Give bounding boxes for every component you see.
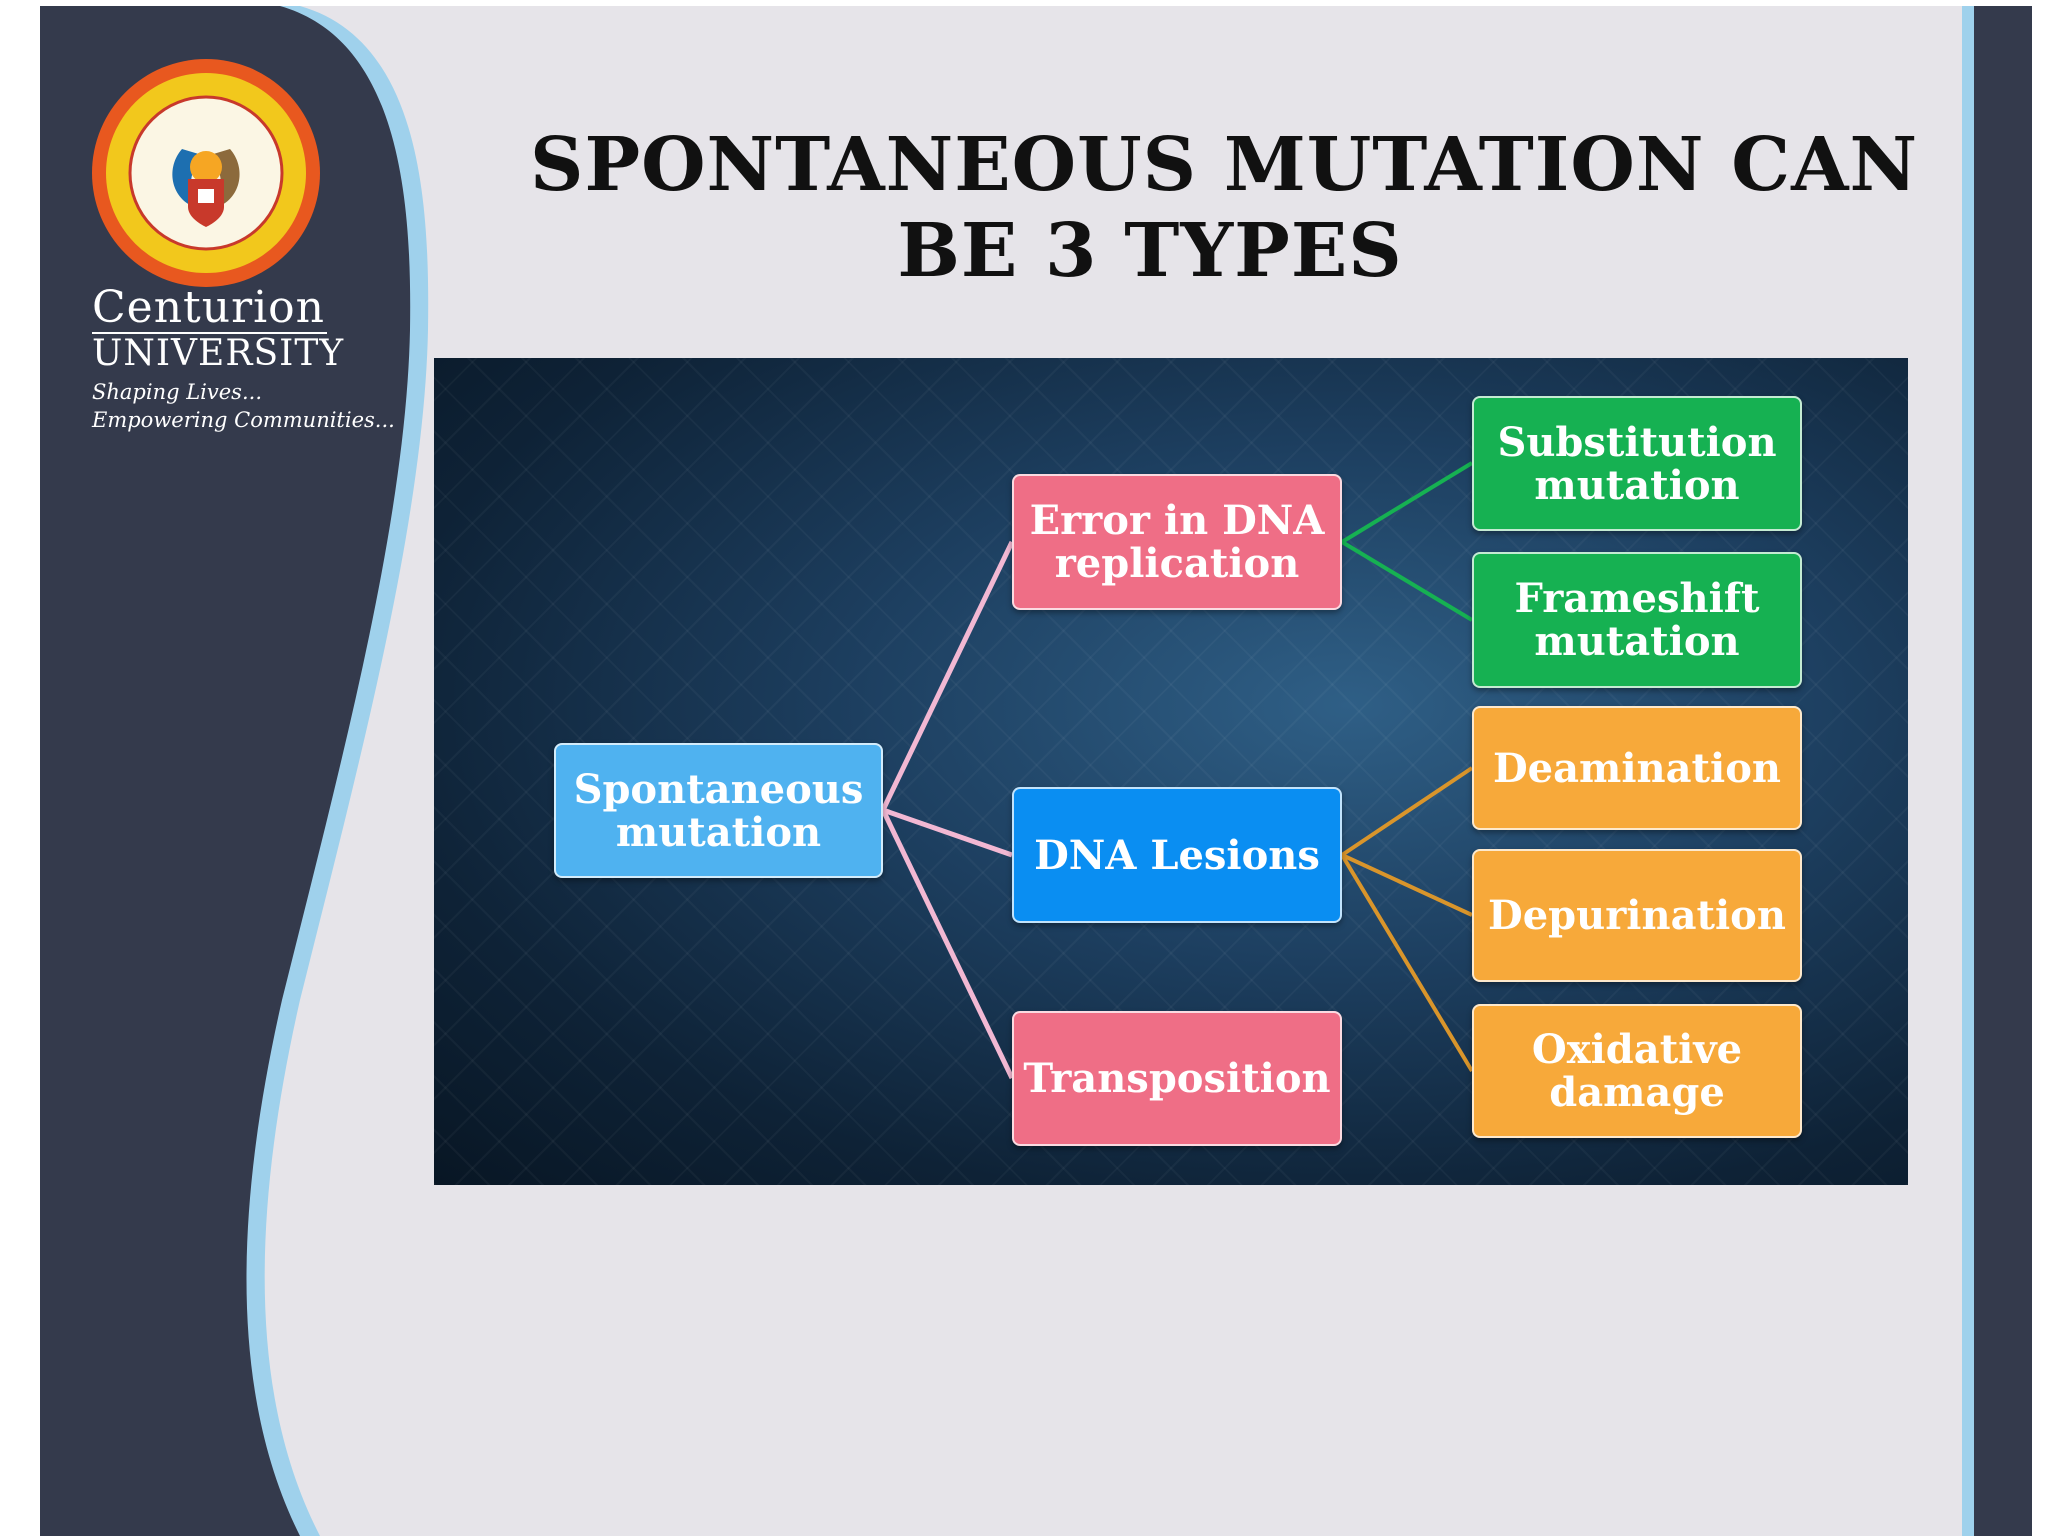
node-dna-lesions: DNA Lesions bbox=[1012, 787, 1342, 923]
slide-title-line-2: BE 3 TYPES bbox=[897, 208, 1403, 294]
right-accent-stripe bbox=[1962, 6, 1974, 1536]
connector-root-to-lesions bbox=[882, 807, 1013, 858]
node-depurination: Depurination bbox=[1472, 849, 1802, 982]
connector-replication-to-substitution bbox=[1340, 461, 1474, 544]
right-sidebar-band bbox=[1974, 6, 2032, 1536]
tagline-line-2: Empowering Communities... bbox=[92, 408, 395, 432]
node-frameshift-mutation: Frameshift mutation bbox=[1472, 552, 1802, 688]
connector-root-to-replication bbox=[880, 540, 1015, 812]
tagline-line-1: Shaping Lives... bbox=[92, 380, 262, 404]
connector-root-to-transposition bbox=[880, 808, 1015, 1080]
connector-lesions-to-depurination bbox=[1341, 853, 1473, 917]
university-logo bbox=[92, 59, 320, 287]
node-deamination: Deamination bbox=[1472, 706, 1802, 830]
slide-title: SPONTANEOUS MUTATION CAN BE 3 TYPES bbox=[530, 122, 1919, 294]
connector-lesions-to-oxidative bbox=[1340, 853, 1474, 1073]
connector-lesions-to-deamination bbox=[1340, 766, 1474, 857]
left-sidebar-panel bbox=[40, 6, 411, 1536]
node-error-in-dna-replication: Error in DNA replication bbox=[1012, 474, 1342, 610]
university-label: UNIVERSITY bbox=[92, 333, 345, 374]
mutation-diagram: Spontaneous mutation Error in DNA replic… bbox=[434, 358, 1908, 1185]
connector-replication-to-frameshift bbox=[1340, 540, 1474, 622]
node-oxidative-damage: Oxidative damage bbox=[1472, 1004, 1802, 1138]
node-substitution-mutation: Substitution mutation bbox=[1472, 396, 1802, 531]
slide-title-line-1: SPONTANEOUS MUTATION CAN bbox=[530, 122, 1919, 208]
node-spontaneous-mutation: Spontaneous mutation bbox=[554, 743, 883, 878]
university-name: Centurion bbox=[92, 282, 327, 334]
node-transposition: Transposition bbox=[1012, 1011, 1342, 1146]
diagram-connectors bbox=[880, 461, 1474, 1080]
